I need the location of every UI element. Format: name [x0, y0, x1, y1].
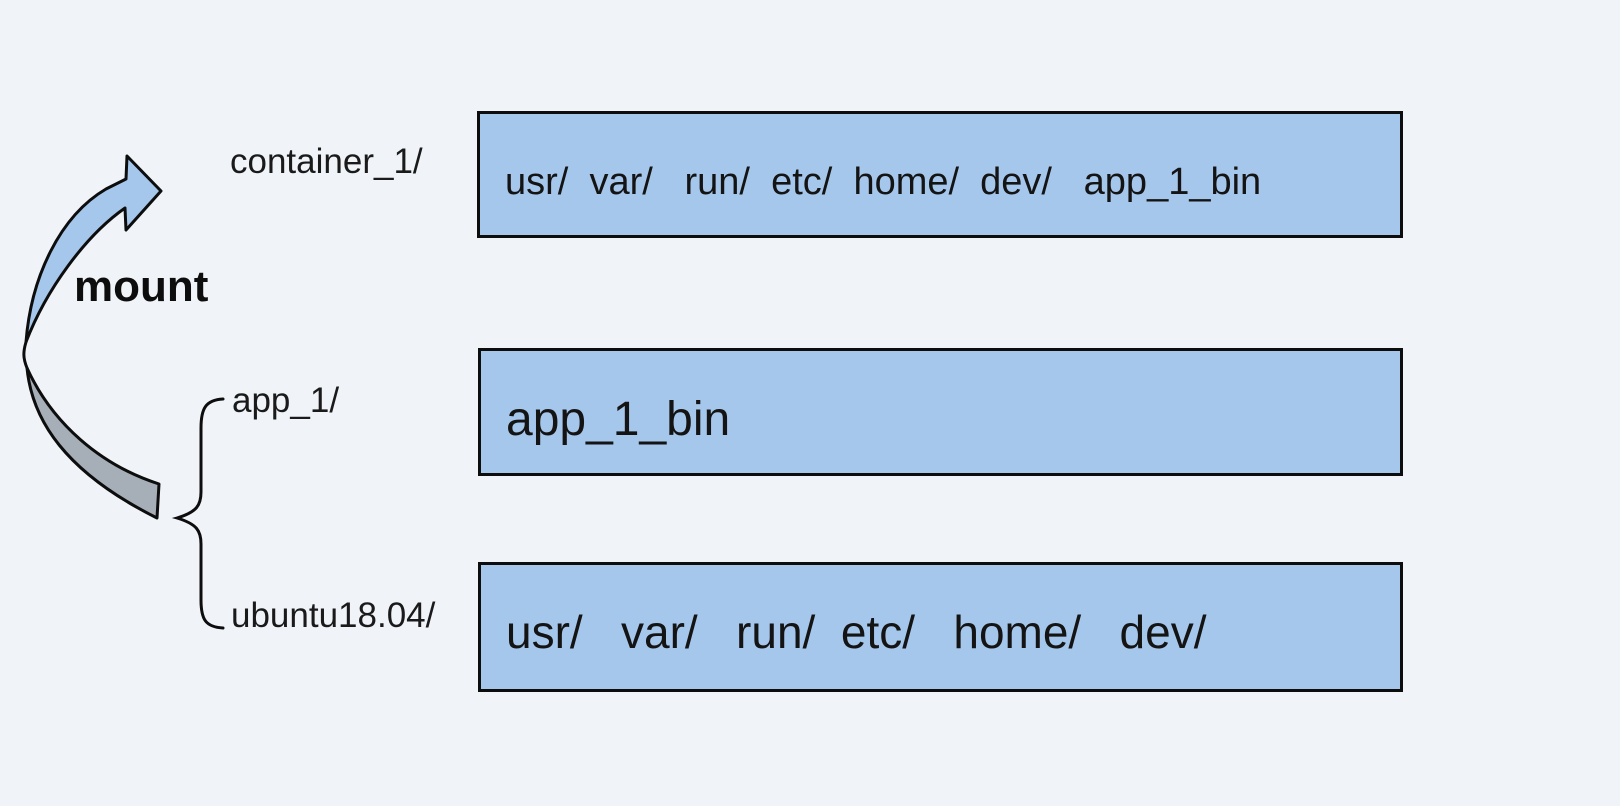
- ubuntu-fs-contents: usr/ var/ run/ etc/ home/ dev/: [506, 606, 1207, 658]
- mount-arrow-icon: [24, 154, 163, 344]
- mount-label: mount: [74, 262, 209, 311]
- app-fs-box: app_1_bin: [478, 348, 1403, 476]
- ubuntu-path-label: ubuntu18.04/: [231, 596, 436, 635]
- arrow-waist-line: [22, 340, 29, 370]
- ubuntu-fs-box: usr/ var/ run/ etc/ home/ dev/: [478, 562, 1403, 692]
- app-path-label: app_1/: [232, 381, 340, 420]
- container-path-label: container_1/: [230, 142, 423, 181]
- mount-arrow-tail-icon: [25, 366, 161, 520]
- container-fs-contents: usr/ var/ run/ etc/ home/ dev/ app_1_bin: [505, 161, 1262, 203]
- brace-icon: [171, 397, 225, 630]
- container-fs-box: usr/ var/ run/ etc/ home/ dev/ app_1_bin: [477, 111, 1403, 238]
- app-fs-contents: app_1_bin: [506, 392, 731, 446]
